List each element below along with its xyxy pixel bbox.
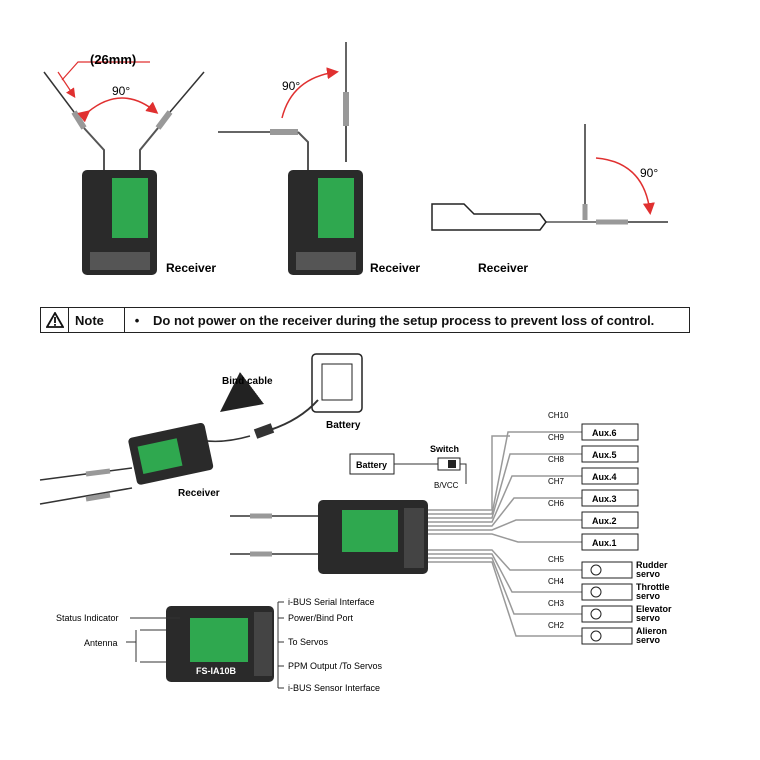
- wiring-receiver: [318, 500, 428, 574]
- receiver-label-1: Receiver: [166, 261, 216, 275]
- antenna-setup-diagram: (26mm) 90° Receiver 90° Receiver 90° Rec…: [43, 42, 668, 275]
- bind-receiver-label: Receiver: [178, 488, 220, 499]
- servo-name: Elevator: [636, 604, 672, 614]
- servo-body: [581, 627, 633, 645]
- servo-type: servo: [636, 591, 661, 601]
- channel-label: CH9: [548, 433, 565, 442]
- note-text: Do not power on the receiver during the …: [153, 312, 655, 328]
- aux-wire: [428, 453, 582, 519]
- servo-type: servo: [636, 635, 661, 645]
- aux-wire: [428, 519, 582, 531]
- aux-label: Aux.6: [592, 428, 617, 438]
- bind-battery: [311, 353, 363, 413]
- channel-label: CH2: [548, 621, 565, 630]
- bind-cable-label: Bind cable: [222, 376, 273, 387]
- legend-ibus-sensor: i-BUS Sensor Interface: [288, 683, 380, 693]
- wiring-battery-label: Battery: [356, 460, 387, 470]
- servo-horn-icon: [590, 586, 602, 598]
- servo-body: [581, 583, 633, 601]
- receiver-2: [218, 42, 363, 275]
- servo-horn-icon: [590, 564, 602, 576]
- aux-label: Aux.2: [592, 516, 617, 526]
- receiver-3: [431, 124, 668, 231]
- aux-label: Aux.5: [592, 450, 617, 460]
- aux-box: [581, 467, 639, 485]
- receiver-label-3: Receiver: [478, 261, 528, 275]
- aux-box: [581, 489, 639, 507]
- servo-name: Throttle: [636, 582, 670, 592]
- channel-label: CH10: [548, 411, 569, 420]
- legend-ppm: PPM Output /To Servos: [288, 661, 383, 671]
- channel-label: CH4: [548, 577, 565, 586]
- aux-wire: [428, 533, 582, 543]
- servo-body: [581, 561, 633, 579]
- aux-wire: [428, 431, 582, 515]
- servo-name: Alieron: [636, 626, 667, 636]
- servo-type: servo: [636, 569, 661, 579]
- bvcc-label: B/VCC: [434, 481, 459, 490]
- servo-type: servo: [636, 613, 661, 623]
- note-bullet: •: [134, 312, 140, 328]
- aux-label: Aux.1: [592, 538, 617, 548]
- aux-box: [581, 445, 639, 463]
- note-banner: Note • Do not power on the receiver duri…: [40, 307, 690, 333]
- receiver-label-2: Receiver: [370, 261, 420, 275]
- servo-horn-icon: [590, 630, 602, 642]
- servo-name: Rudder: [636, 560, 668, 570]
- bind-diagram: Bind cable Battery Receiver: [39, 353, 363, 505]
- switch-label: Switch: [430, 444, 459, 454]
- legend-power-bind: Power/Bind Port: [288, 613, 354, 623]
- measure-label: (26mm): [90, 52, 136, 67]
- legend-ibus-serial: i-BUS Serial Interface: [288, 597, 375, 607]
- legend-model: FS-IA10B: [196, 666, 237, 676]
- angle-label-1: 90°: [112, 84, 130, 98]
- wiring-diagram: Battery Switch B/VCC Aux.6Aux.5Aux.4Aux.…: [230, 411, 672, 645]
- legend-status: Status Indicator: [56, 613, 119, 623]
- aux-wire: [428, 497, 582, 527]
- note-label: Note: [69, 308, 125, 332]
- channel-label: CH7: [548, 477, 565, 486]
- aux-label: Aux.3: [592, 494, 617, 504]
- servo-wire: [428, 561, 582, 637]
- warning-icon: [41, 308, 69, 332]
- servo-wire: [428, 549, 582, 571]
- angle-label-2: 90°: [282, 79, 300, 93]
- channel-label: CH5: [548, 555, 565, 564]
- servo-wire: [428, 557, 582, 615]
- channel-label: CH3: [548, 599, 565, 608]
- channel-label: CH6: [548, 499, 565, 508]
- servo-horn-icon: [590, 608, 602, 620]
- aux-box: [581, 533, 639, 551]
- bind-receiver: [128, 422, 214, 485]
- aux-label: Aux.4: [592, 472, 617, 482]
- servo-body: [581, 605, 633, 623]
- servo-wire: [428, 553, 582, 593]
- legend-diagram: Status Indicator Antenna i-BUS Serial In…: [56, 597, 383, 693]
- aux-box: [581, 423, 639, 441]
- bind-battery-label: Battery: [326, 420, 361, 431]
- channel-label: CH8: [548, 455, 565, 464]
- bundle-wire: [428, 435, 510, 511]
- aux-box: [581, 511, 639, 529]
- legend-to-servos: To Servos: [288, 637, 329, 647]
- legend-antenna: Antenna: [84, 638, 118, 648]
- receiver-1: [43, 61, 205, 275]
- aux-wire: [428, 475, 582, 523]
- legend-receiver: [166, 606, 274, 682]
- angle-label-3: 90°: [640, 166, 658, 180]
